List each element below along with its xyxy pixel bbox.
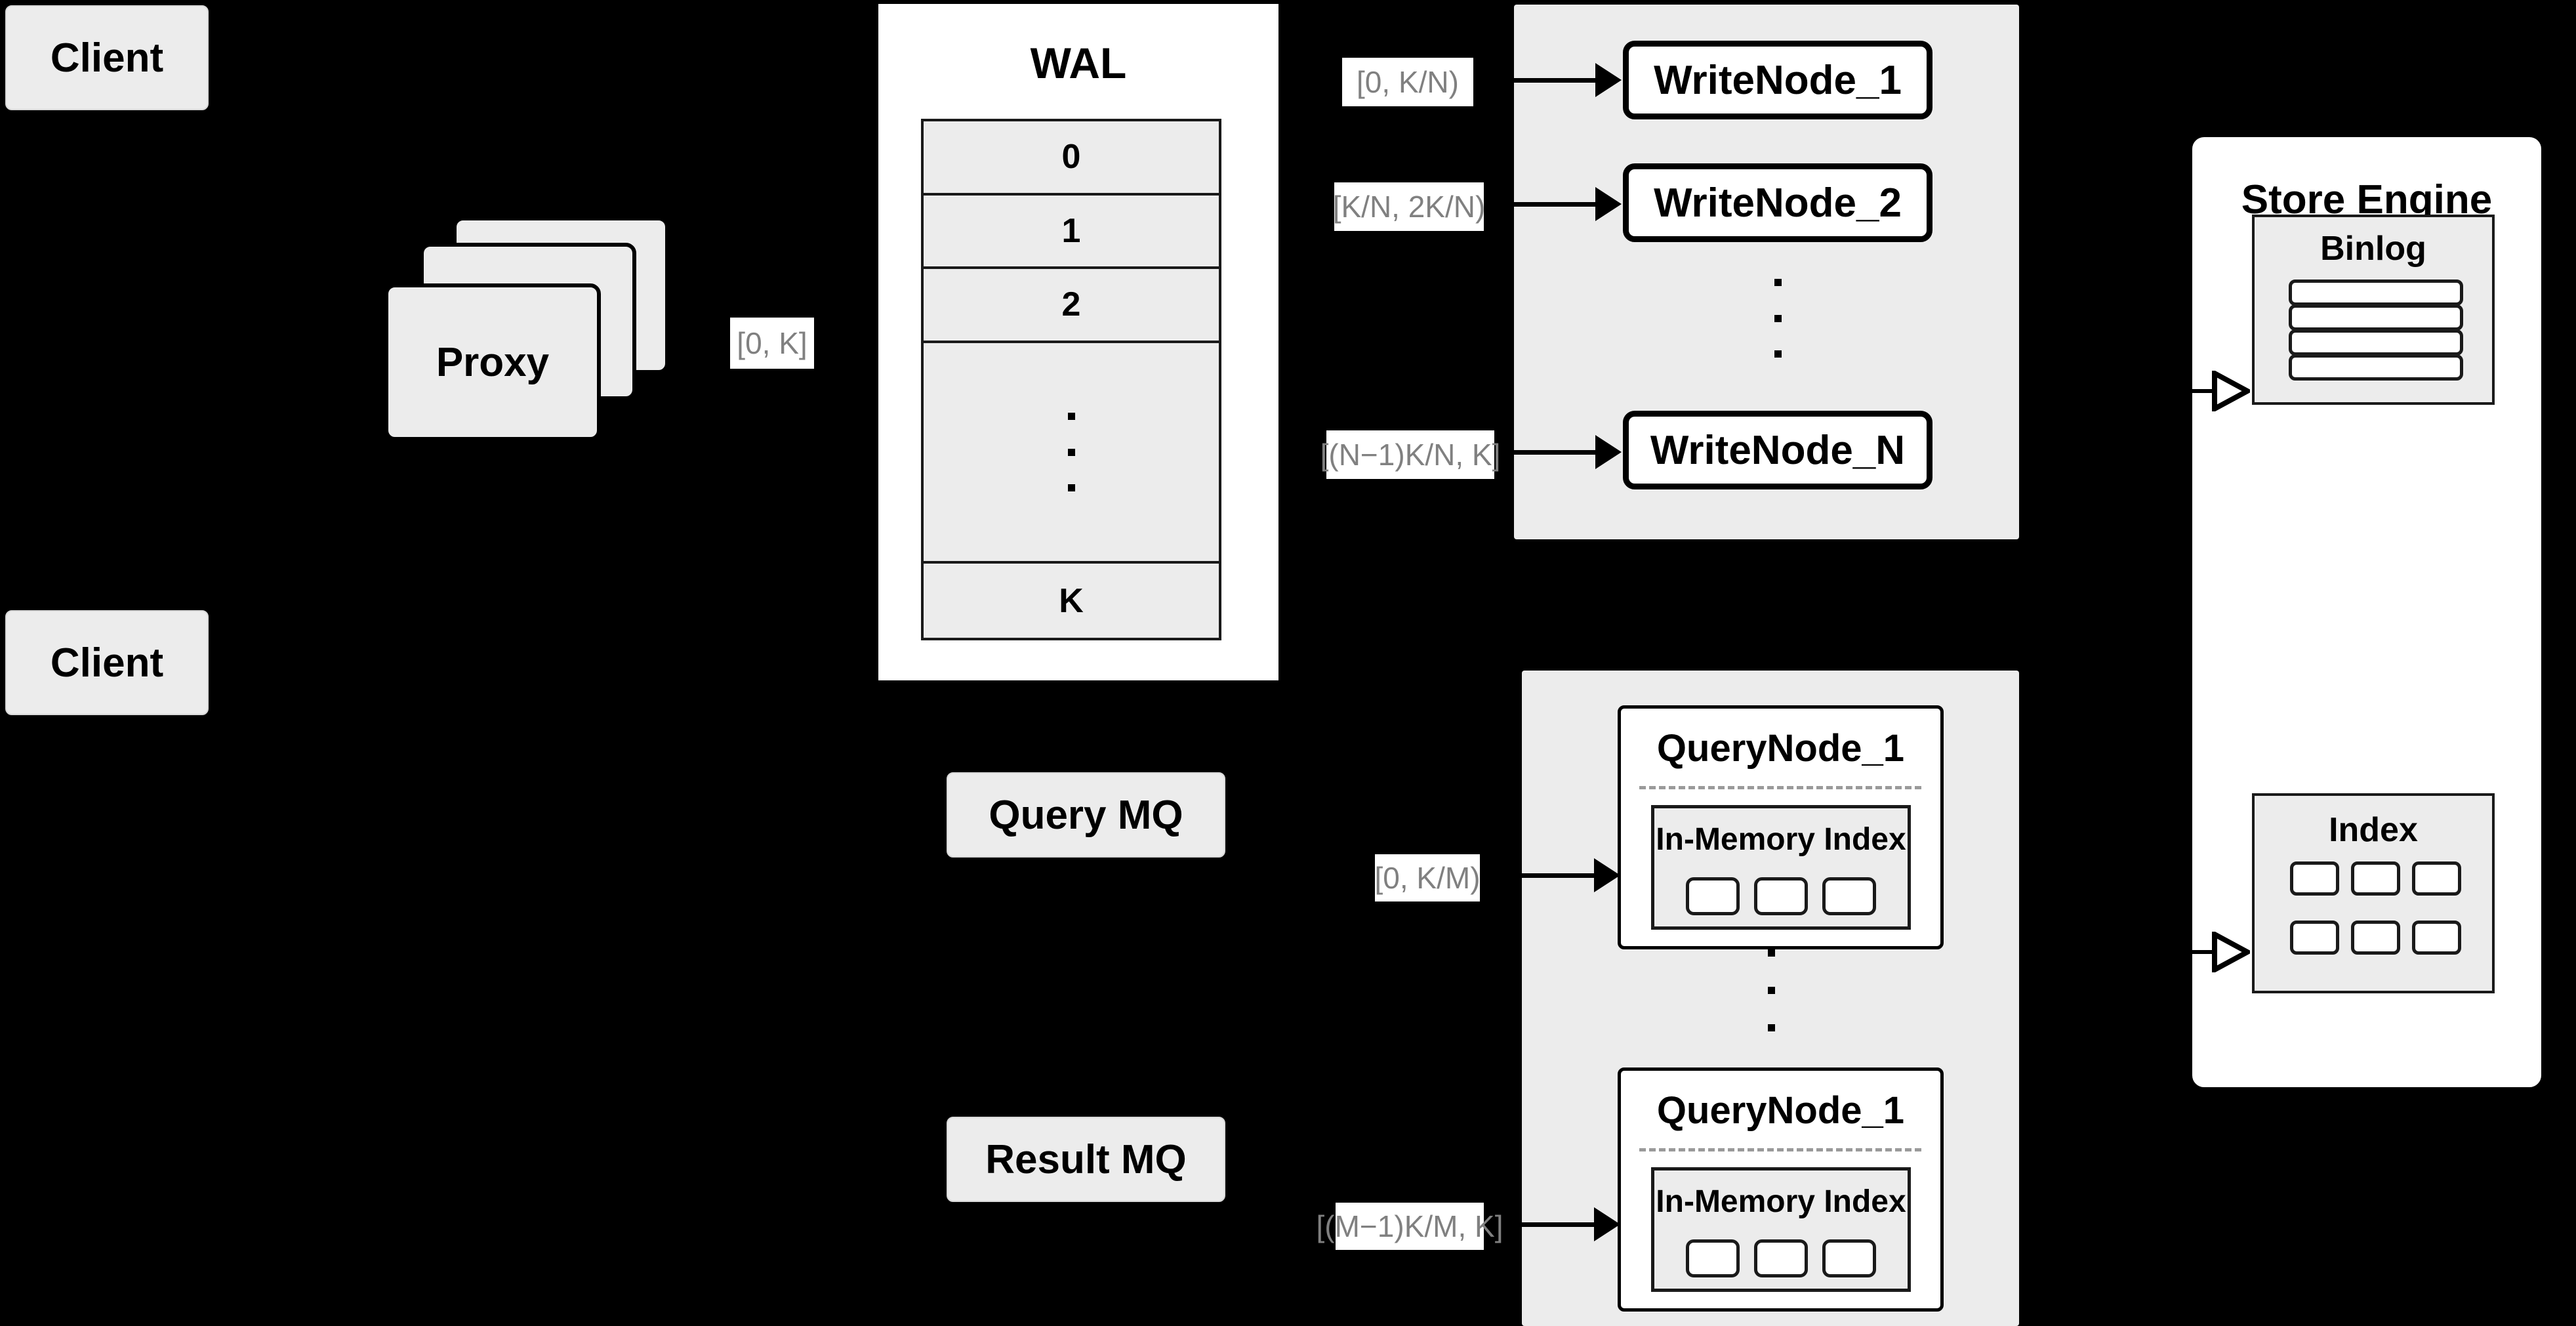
querynode-2-label: QueryNode_1: [1656, 1089, 1905, 1132]
wal-row-k: K: [924, 564, 1219, 638]
writenode-2-label: WriteNode_2: [1654, 180, 1902, 226]
wal-title: WAL: [1030, 39, 1127, 87]
querynode-1-index-slot-1: [1686, 877, 1740, 915]
querynode-1-inmemory-index-title: In-Memory Index: [1656, 822, 1906, 857]
index-slot-r1c1: [2290, 861, 2339, 896]
writenode-1-box[interactable]: WriteNode_1: [1623, 41, 1932, 119]
wal-row-2: 2: [924, 269, 1219, 343]
proxy-label: Proxy: [436, 339, 550, 385]
binlog-slot-2: [2289, 304, 2463, 331]
result-mq-box[interactable]: Result MQ: [947, 1117, 1225, 1202]
writenode-n-label: WriteNode_N: [1650, 427, 1906, 473]
query-group-vertical-ellipsis-icon: [1767, 949, 1775, 1031]
querynode-1-index-slot-2: [1754, 877, 1808, 915]
query-mq-label: Query MQ: [989, 792, 1183, 838]
writenode-1-arrow-head: [1595, 63, 1622, 97]
binlog-title: Binlog: [2320, 230, 2426, 268]
client-label-2: Client: [50, 640, 164, 686]
result-mq-label: Result MQ: [985, 1136, 1187, 1182]
binlog-arrow-line: [2188, 389, 2215, 393]
binlog-slot-4: [2289, 354, 2463, 381]
querynode-2-arrow-head: [1594, 1207, 1620, 1241]
proxy-box[interactable]: Proxy: [384, 283, 601, 441]
writenode-1-range-label: [0, K/N): [1342, 58, 1473, 106]
binlog-arrow-head-icon: [2212, 371, 2250, 411]
querynode-2-range-text: [(M−1)K/M, K]: [1316, 1209, 1503, 1243]
wal-cell-0: 0: [1061, 138, 1081, 176]
querynode-2-index-slot-2: [1754, 1239, 1808, 1277]
index-slot-r1c2: [2351, 861, 2400, 896]
store-engine-panel: Store Engine Binlog Index: [2188, 133, 2545, 1091]
query-mq-box[interactable]: Query MQ: [947, 772, 1225, 858]
writenode-n-arrow-line: [1514, 450, 1612, 455]
writenode-n-range-text: [(N−1)K/N, K]: [1320, 438, 1501, 472]
binlog-slot-1: [2289, 280, 2463, 306]
wal-cell-1: 1: [1061, 211, 1081, 250]
writenode-n-box[interactable]: WriteNode_N: [1623, 411, 1932, 489]
writenode-2-range-text: [K/N, 2K/N): [1332, 190, 1486, 224]
index-slot-r2c3: [2412, 921, 2461, 955]
querynode-2-index-slot-1: [1686, 1239, 1740, 1277]
querynode-2-box[interactable]: QueryNode_1 In-Memory Index: [1618, 1067, 1944, 1312]
querynode-1-range-label: [0, K/M): [1374, 854, 1481, 901]
querynode-2-divider: [1639, 1148, 1921, 1151]
writenode-n-range-label: [(N−1)K/N, K]: [1320, 430, 1500, 479]
client-box-2[interactable]: Client: [5, 610, 209, 715]
index-group: Index: [2252, 793, 2495, 993]
index-arrow-line: [2188, 950, 2215, 954]
wal-panel: WAL 0 1 2 K: [874, 0, 1282, 684]
writenode-2-box[interactable]: WriteNode_2: [1623, 163, 1932, 242]
querynode-2-arrow-line: [1522, 1222, 1614, 1227]
index-slot-r1c3: [2412, 861, 2461, 896]
querynode-2-range-label: [(M−1)K/M, K]: [1317, 1203, 1503, 1250]
querynode-1-inmemory-index: In-Memory Index: [1651, 805, 1911, 930]
wal-row-ellipsis: [924, 342, 1219, 564]
querynode-2-inmemory-index-title: In-Memory Index: [1656, 1184, 1906, 1219]
querynode-1-label: QueryNode_1: [1656, 727, 1905, 770]
writenode-2-arrow-line: [1514, 202, 1612, 207]
write-group-vertical-ellipsis-icon: [1774, 279, 1782, 358]
wal-table: 0 1 2 K: [921, 119, 1221, 640]
client-box-1[interactable]: Client: [5, 5, 209, 110]
writenode-2-range-label: [K/N, 2K/N): [1332, 182, 1486, 231]
querynode-1-divider: [1639, 786, 1921, 789]
writenode-1-arrow-line: [1514, 78, 1612, 83]
querynode-1-range-text: [0, K/M): [1374, 861, 1481, 895]
writenode-n-arrow-head: [1595, 435, 1622, 469]
wal-row-0: 0: [924, 121, 1219, 196]
querynode-1-box[interactable]: QueryNode_1 In-Memory Index: [1618, 705, 1944, 949]
index-arrow-head-icon: [2212, 932, 2250, 972]
wal-cell-k: K: [1059, 581, 1084, 620]
wal-cell-2: 2: [1061, 285, 1081, 324]
index-title: Index: [2329, 811, 2418, 849]
writenode-2-arrow-head: [1595, 187, 1622, 221]
proxy-range-label: [0, K]: [730, 318, 814, 369]
querynode-1-arrow-head: [1594, 858, 1620, 892]
querynode-1-index-slot-3: [1822, 877, 1876, 915]
querynode-1-arrow-line: [1522, 873, 1614, 878]
client-label-1: Client: [50, 35, 164, 81]
wal-vertical-ellipsis-icon: [1068, 413, 1075, 492]
writenode-1-label: WriteNode_1: [1654, 57, 1902, 103]
querynode-2-inmemory-index: In-Memory Index: [1651, 1167, 1911, 1292]
binlog-slot-3: [2289, 329, 2463, 356]
index-slot-r2c2: [2351, 921, 2400, 955]
index-slot-r2c1: [2290, 921, 2339, 955]
binlog-group: Binlog: [2252, 215, 2495, 405]
writenode-1-range-text: [0, K/N): [1357, 65, 1459, 99]
wal-row-1: 1: [924, 195, 1219, 270]
proxy-range-text: [0, K]: [737, 326, 808, 360]
querynode-2-index-slot-3: [1822, 1239, 1876, 1277]
